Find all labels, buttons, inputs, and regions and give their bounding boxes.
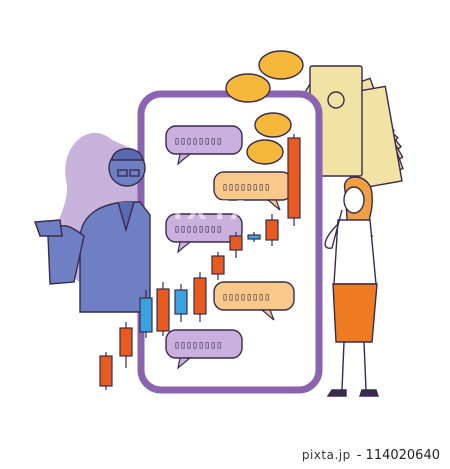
businesswoman (324, 176, 379, 397)
chat-bubble: ▯▯▯▯▯▯▯▯ (213, 281, 295, 321)
stock-logo: pixta.jp (301, 448, 351, 462)
svg-text:▯▯▯▯▯▯▯▯: ▯▯▯▯▯▯▯▯ (174, 136, 222, 147)
chat-bubble: ▯▯▯▯▯▯▯▯ (165, 213, 243, 254)
stock-footer: pixta.jp - 114020640 (0, 441, 450, 469)
candlestick-decoration (99, 134, 301, 390)
chat-bubble: ▯▯▯▯▯▯▯▯ (165, 329, 243, 370)
coin-stack-icon (225, 50, 304, 165)
svg-text:▯▯▯▯▯▯▯▯: ▯▯▯▯▯▯▯▯ (174, 224, 222, 235)
chat-bubble: ▯▯▯▯▯▯▯▯ (165, 125, 243, 166)
stock-image-id: - 114020640 (356, 447, 440, 463)
chat-bubble: ▯▯▯▯▯▯▯▯ (213, 171, 293, 211)
svg-text:▯▯▯▯▯▯▯▯: ▯▯▯▯▯▯▯▯ (174, 340, 222, 351)
svg-text:▯▯▯▯▯▯▯▯: ▯▯▯▯▯▯▯▯ (222, 182, 270, 193)
svg-text:▯▯▯▯▯▯▯▯: ▯▯▯▯▯▯▯▯ (222, 292, 270, 303)
businessman (34, 148, 151, 313)
